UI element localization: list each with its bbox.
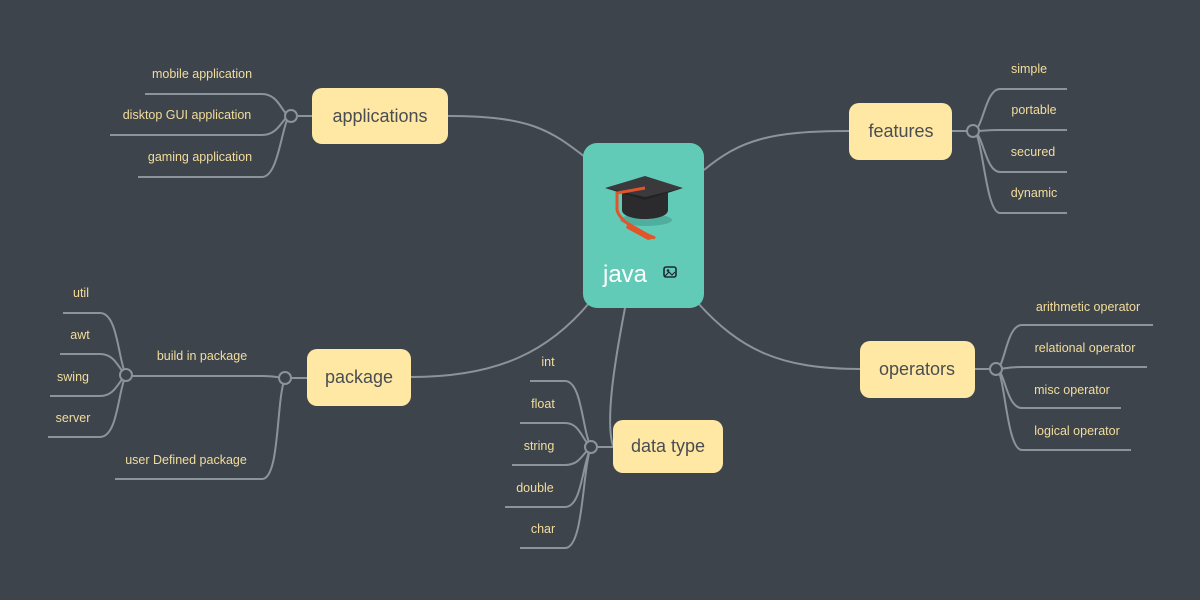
leaf-dynamic[interactable]: dynamic xyxy=(1011,186,1058,200)
leaf-server[interactable]: server xyxy=(56,411,91,425)
node-features[interactable]: features xyxy=(849,103,952,160)
svg-text:package: package xyxy=(325,367,393,387)
svg-text:features: features xyxy=(868,121,933,141)
node-applications[interactable]: applications xyxy=(312,88,448,144)
leaf-user-defined-package[interactable]: user Defined package xyxy=(125,453,247,467)
leaf-simple[interactable]: simple xyxy=(1011,62,1047,76)
collapse-toggle[interactable] xyxy=(584,440,598,454)
leaf-char[interactable]: char xyxy=(531,522,555,536)
leaf-mobile-application[interactable]: mobile application xyxy=(152,67,252,81)
features-leaves: simple portable secured dynamic xyxy=(952,62,1067,214)
connector xyxy=(696,301,861,370)
leaf-portable[interactable]: portable xyxy=(1011,103,1056,117)
package-leaves: build in package user Defined package ut… xyxy=(48,286,307,480)
graduation-cap-icon xyxy=(605,176,683,240)
collapse-toggle[interactable] xyxy=(119,368,133,382)
svg-text:operators: operators xyxy=(879,359,955,379)
leaf-swing[interactable]: swing xyxy=(57,370,89,384)
node-data-type[interactable]: data type xyxy=(613,420,723,473)
leaf-float[interactable]: float xyxy=(531,397,555,411)
image-icon[interactable] xyxy=(663,266,677,278)
data-type-leaves: int float string double char xyxy=(505,355,613,549)
leaf-string[interactable]: string xyxy=(524,439,555,453)
collapse-toggle[interactable] xyxy=(284,109,298,123)
collapse-toggle[interactable] xyxy=(278,371,292,385)
leaf-awt[interactable]: awt xyxy=(70,328,90,342)
leaf-secured[interactable]: secured xyxy=(1011,145,1056,159)
collapse-toggle[interactable] xyxy=(989,362,1003,376)
central-node-java[interactable]: java xyxy=(583,143,704,308)
connector xyxy=(447,115,586,158)
leaf-relational-operator[interactable]: relational operator xyxy=(1035,341,1136,355)
node-package[interactable]: package xyxy=(307,349,411,406)
leaf-arithmetic-operator[interactable]: arithmetic operator xyxy=(1036,300,1140,314)
leaf-misc-operator[interactable]: misc operator xyxy=(1034,383,1110,397)
leaf-logical-operator[interactable]: logical operator xyxy=(1034,424,1119,438)
leaf-util[interactable]: util xyxy=(73,286,89,300)
leaf-desktop-gui-application[interactable]: disktop GUI application xyxy=(123,108,252,122)
connector xyxy=(609,307,626,447)
leaf-gaming-application[interactable]: gaming application xyxy=(148,150,252,164)
leaf-double[interactable]: double xyxy=(516,481,554,495)
applications-leaves: mobile application disktop GUI applicati… xyxy=(110,67,312,178)
leaf-int[interactable]: int xyxy=(541,355,555,369)
central-title: java xyxy=(602,261,648,288)
svg-text:data type: data type xyxy=(631,436,705,456)
leaf-build-in-package[interactable]: build in package xyxy=(157,349,247,363)
collapse-toggle[interactable] xyxy=(966,124,980,138)
connector xyxy=(410,301,591,378)
svg-text:applications: applications xyxy=(332,106,427,126)
node-operators[interactable]: operators xyxy=(860,341,975,398)
operators-leaves: arithmetic operator relational operator … xyxy=(975,300,1153,451)
connector xyxy=(703,130,850,171)
